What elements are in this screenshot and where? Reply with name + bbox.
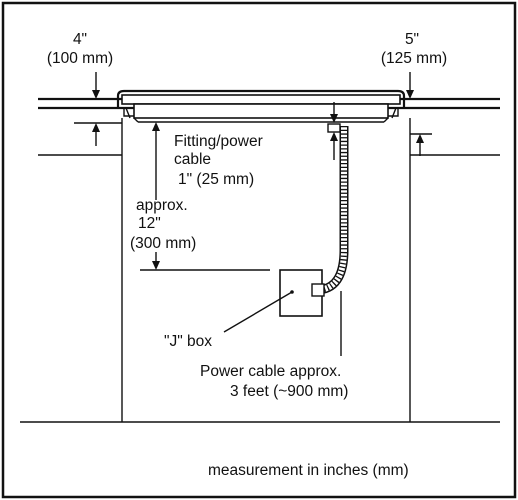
jbox-label: "J" box [164, 333, 212, 350]
left-clearance-mm: (100 mm) [47, 50, 113, 67]
right-clearance-inches: 5" [405, 31, 419, 48]
cabinet [20, 118, 500, 423]
power-cable [315, 126, 349, 356]
fitting-callout [327, 102, 341, 160]
junction-box [279, 269, 325, 317]
right-clearance-dimension [406, 72, 432, 156]
left-clearance-inches: 4" [73, 31, 87, 48]
fitting-label-line2: cable [174, 151, 211, 168]
power-cable-label-line2: 3 feet (~900 mm) [230, 383, 348, 400]
depth-dimension [140, 122, 270, 271]
measurement-note: measurement in inches (mm) [208, 462, 409, 479]
cooktop-unit [116, 89, 406, 123]
right-clearance-mm: (125 mm) [381, 50, 447, 67]
depth-label-line2: 12" [138, 215, 161, 232]
jbox-leader [223, 291, 293, 333]
fitting-label-line3: 1" (25 mm) [178, 171, 254, 188]
left-clearance-dimension [74, 72, 122, 146]
power-cable-label-line1: Power cable approx. [200, 363, 341, 380]
depth-label-line3: (300 mm) [130, 235, 196, 252]
fitting-label-line1: Fitting/power [174, 133, 263, 150]
depth-label-line1: approx. [136, 197, 188, 214]
